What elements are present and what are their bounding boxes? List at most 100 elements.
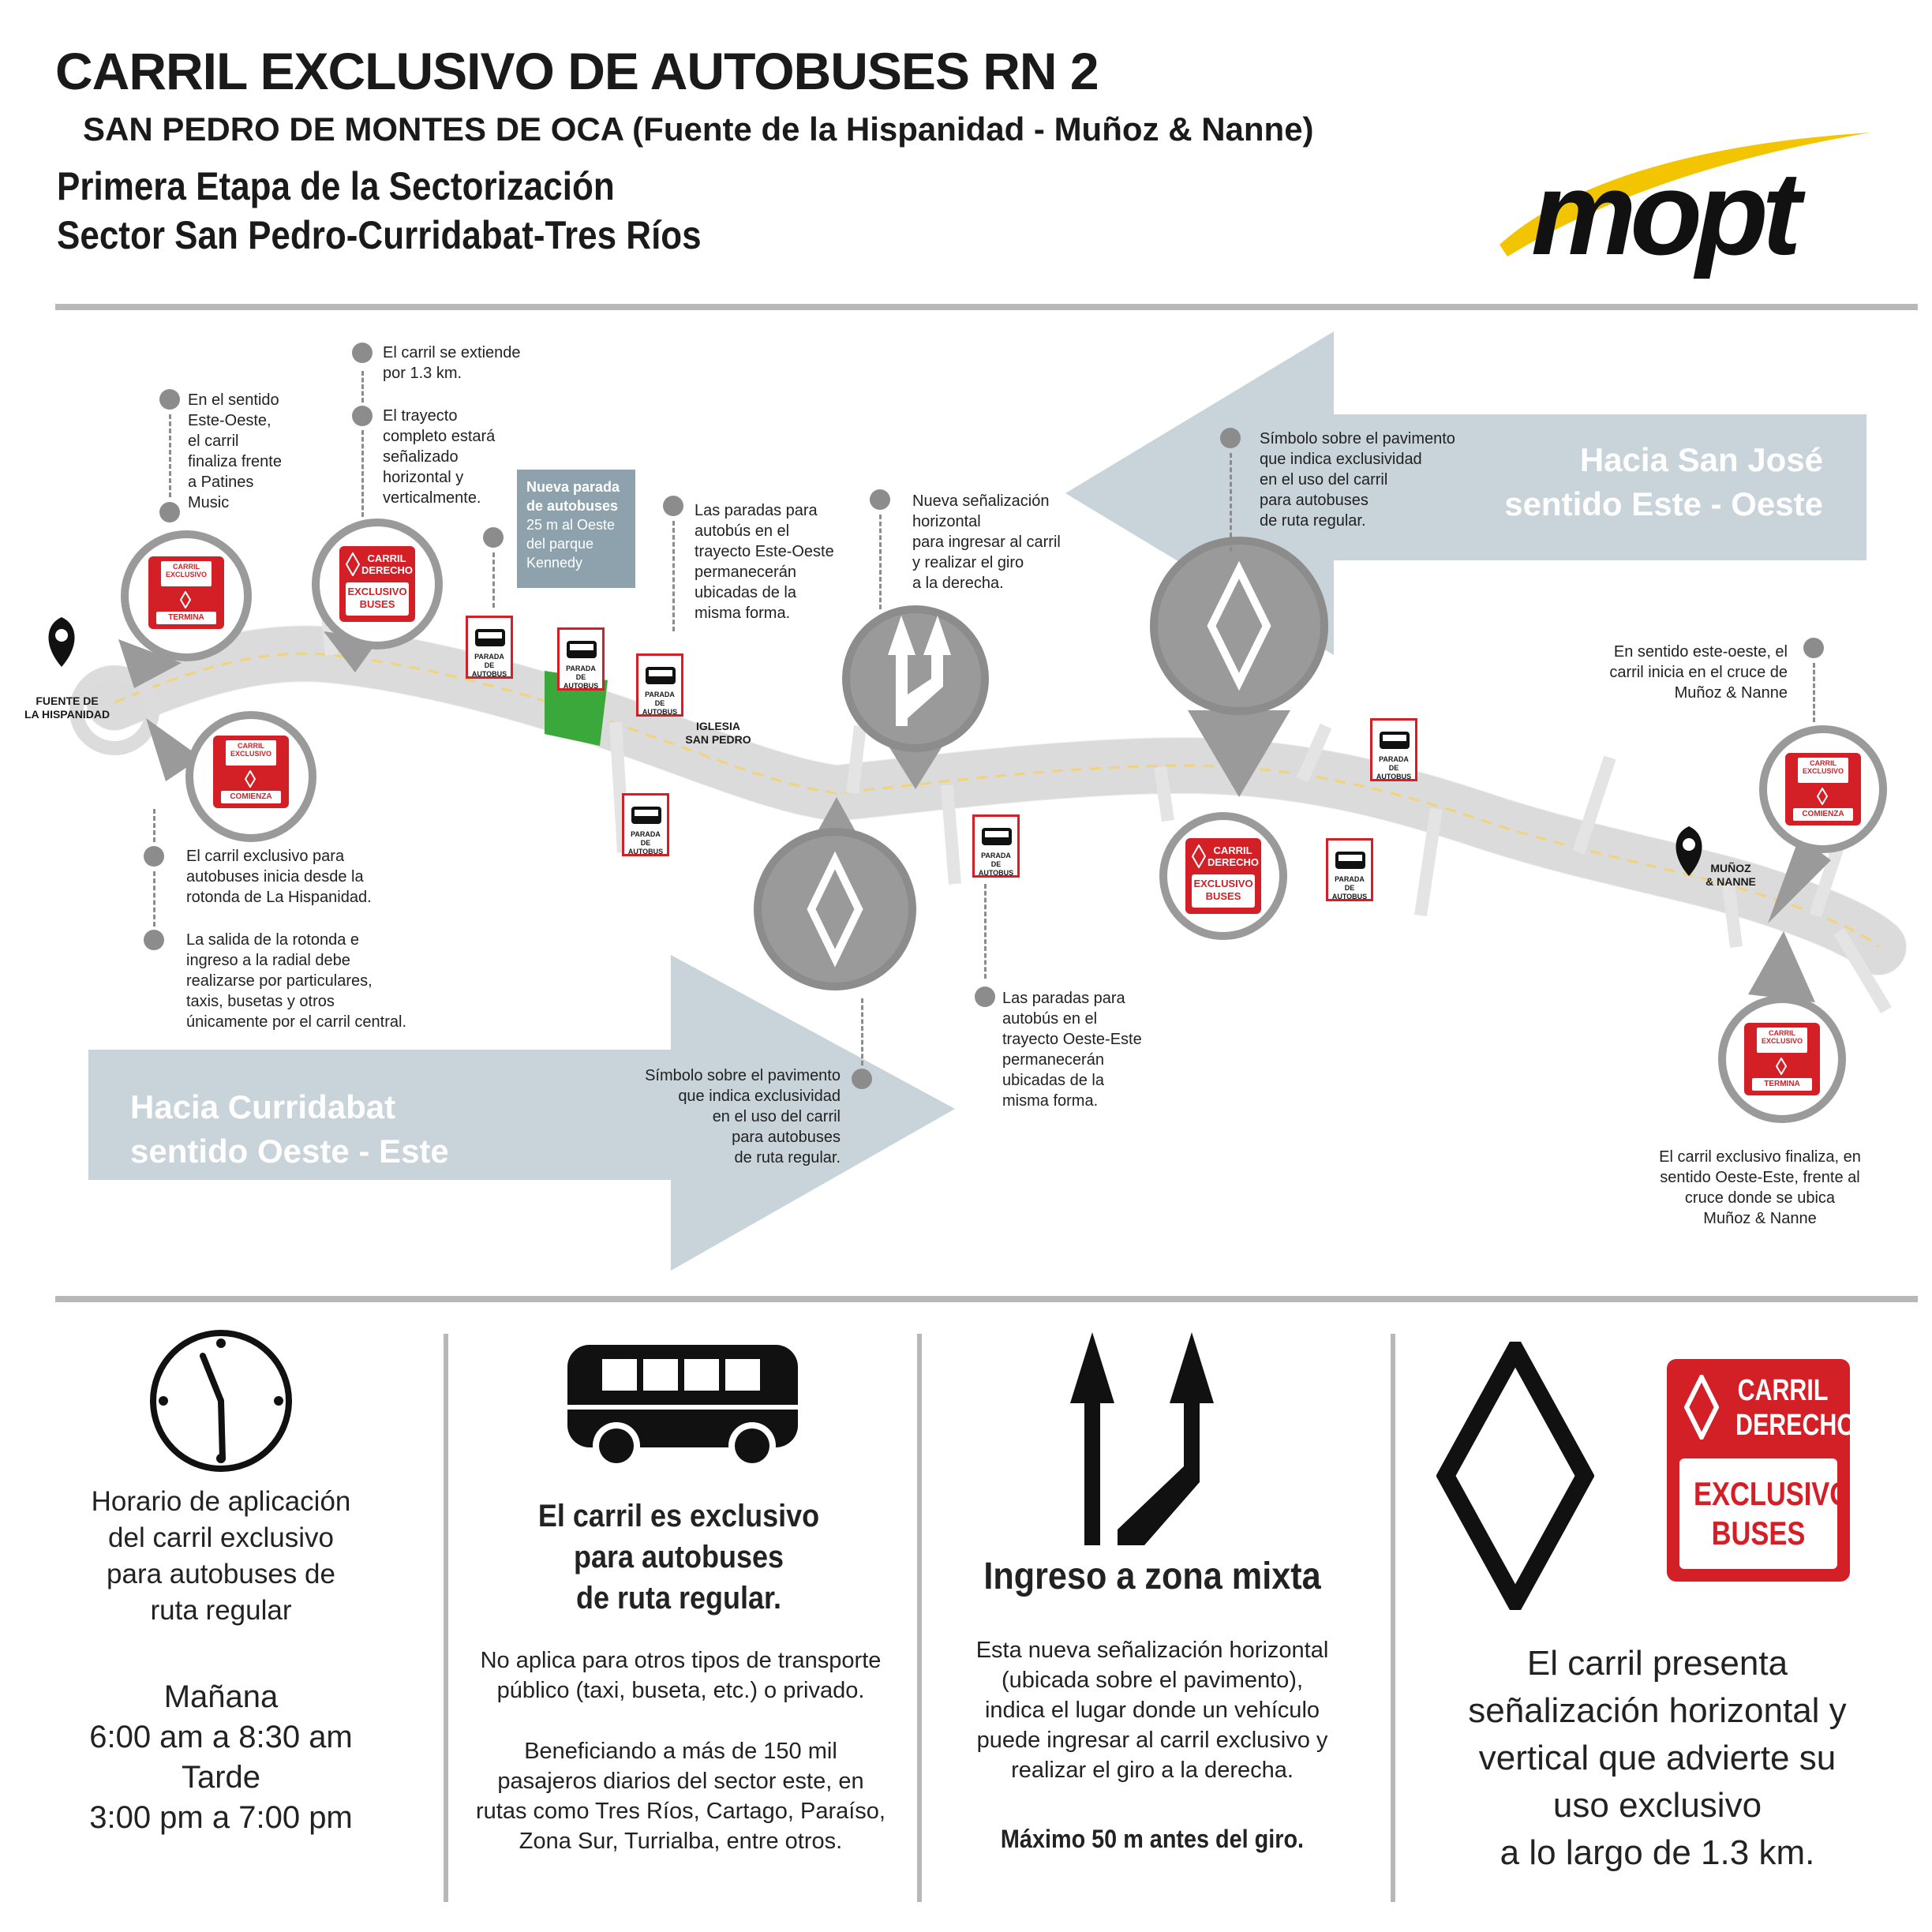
note-line: carril inicia en el cruce de [1609,664,1788,681]
exclusivo-line: El carril es exclusivo [537,1499,820,1533]
bus-icon [1380,732,1410,749]
diamond-icon [1816,787,1829,806]
note-extiende: El carril se extiende por 1.3 km. [383,343,521,384]
bus-icon [567,641,597,658]
roundabout [69,665,159,755]
stop-label-line-3: AUTOBUS [978,869,1014,877]
stop-label-line-2: DE [654,699,665,707]
stop-label-line-1: PARADA [981,852,1011,859]
bus-icon [564,1342,801,1480]
note-marker [663,496,683,516]
note-line: que indica exclusividad [1260,451,1422,468]
sign-carril-text: CARRIL [1769,1029,1795,1037]
note-line: horizontal y [383,469,464,486]
note-leader [361,371,364,402]
note-line: para autobuses [1260,492,1368,509]
note-marker [483,527,504,548]
ingreso-line: indica el lugar donde un vehículo [984,1698,1320,1723]
note-finaliza-oe: El carril exclusivo finaliza, en sentido… [1642,1147,1878,1229]
note-leader [672,521,675,631]
schedule-block: Mañana 6:00 am a 8:30 am Tarde 3:00 pm a… [32,1677,410,1838]
stop-label-line-1: PARADA [1335,875,1365,883]
arrow-east-line-1: Hacia Curridabat [130,1088,396,1125]
page-subtitle: SAN PEDRO DE MONTES DE OCA (Fuente de la… [83,110,1314,148]
column-divider [1391,1334,1395,1902]
sign-carril-termina-right: CARRIL EXCLUSIVO TERMINA [1744,1023,1820,1095]
bus-icon [475,629,505,646]
stop-label-line-1: PARADA [631,830,661,838]
pin-munoz-icon [1676,826,1702,876]
note-line: En el sentido [188,391,279,409]
note-line: verticalmente. [383,489,481,507]
place-munoz-line-1: MUÑOZ [1710,862,1751,874]
stage-line-2: Sector San Pedro-Curridabat-Tres Ríos [57,213,702,257]
note-line: permanecerán [1002,1051,1104,1069]
note-marker [144,846,164,867]
note-line: horizontal [912,513,981,530]
stage-heading: Primera Etapa de la Sectorización Sector… [57,162,702,260]
note-line: misma forma. [695,605,791,622]
sign-carril-derecho-mid: CARRIL DERECHO EXCLUSIVO BUSES [1185,838,1261,914]
note-leader [492,552,495,608]
note-marker [1803,638,1824,658]
middle-separator [55,1296,1918,1302]
column-divider [917,1334,922,1902]
note-line: Las paradas para [695,502,818,519]
no-aplica-line: público (taxi, buseta, etc.) o privado. [496,1678,865,1703]
note-line: Este-Oeste, [188,412,271,429]
horario-line: ruta regular [150,1595,292,1626]
kennedy-text-1: 25 m al Oeste [526,517,616,533]
note-line: de ruta regular. [1260,512,1366,530]
logo-text: mopt [1531,147,1802,279]
diamond-icon [1683,1372,1720,1443]
note-inicia-eo: En sentido este-oeste, el carril inicia … [1578,642,1788,703]
exclusivo-line: para autobuses [573,1540,784,1574]
note-line: Las paradas para [1002,990,1125,1007]
note-line: La salida de la rotonda e [186,931,360,949]
road-center-line [114,652,1880,949]
note-line: trayecto Oeste-Este [1002,1031,1142,1048]
sign-carril-text: CARRIL [1810,759,1837,767]
sign-exclusivo-text: EXCLUSIVO [1193,878,1253,889]
note-nueva-senal: Nueva señalización horizontal para ingre… [912,491,1061,593]
note-line: rotonda de La Hispanidad. [186,889,372,906]
stop-label-line-1: PARADA [645,691,675,698]
sign-derecho-text: DERECHO [1735,1409,1856,1442]
sign-derecho-text: DERECHO [1208,856,1260,868]
stop-label-line-3: AUTOBUS [627,848,664,856]
column-divider [444,1334,448,1902]
bus-icon [1335,852,1365,869]
sign-carril-derecho-top: CARRIL DERECHO EXCLUSIVO BUSES [339,546,415,622]
note-salida-rotonda: La salida de la rotonda e ingreso a la r… [186,930,406,1032]
manana-label: Mañana [163,1679,279,1714]
note-marker [975,987,995,1007]
diamond-icon [345,551,361,580]
sign-comienza-text: COMIENZA [230,792,272,801]
note-line: permanecerán [695,564,796,581]
note-leader [879,515,882,609]
sign-carril-text: CARRIL [1213,844,1252,856]
arrow-west-label: Hacia San José sentido Este - Oeste [1504,438,1823,526]
sign-carril-text: CARRIL [173,563,200,571]
horario-line: para autobuses de [107,1559,335,1589]
note-paradas-oe: Las paradas para autobús en el trayecto … [1002,988,1142,1111]
note-inicia-rotonda: El carril exclusivo para autobuses inici… [186,846,372,908]
note-line: El carril exclusivo para [186,848,345,865]
note-line: trayecto Este-Oeste [695,543,834,560]
sign-buses-text: BUSES [359,598,395,610]
kennedy-text-2: del parque [526,536,594,552]
note-line: ubicadas de la [695,584,796,601]
stop-label-line-1: PARADA [566,665,596,672]
callout-diamond-bottom [754,797,916,990]
ingreso-line: realizar el giro a la derecha. [1011,1758,1294,1783]
ingreso-line: (ubicada sobre el pavimento), [1001,1668,1304,1693]
note-line: autobús en el [1002,1010,1098,1028]
sign-derecho-text: DERECHO [361,564,414,576]
stage-line-1: Primera Etapa de la Sectorización [57,164,615,208]
note-leader [361,430,364,517]
carril-derecho-sign: CARRIL DERECHO EXCLUSIVO BUSES [1667,1359,1856,1582]
